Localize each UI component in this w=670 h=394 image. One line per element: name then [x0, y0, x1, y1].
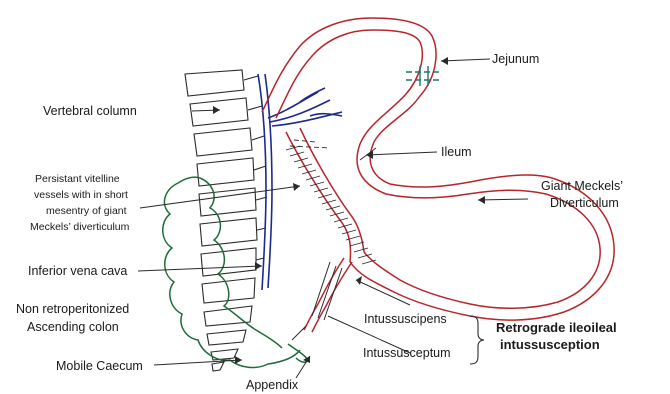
label-intussusceptum: Intussusceptum — [363, 346, 451, 360]
label-vitelline-2: vessels with in short — [34, 189, 128, 201]
label-mobile-caecum: Mobile Caecum — [56, 359, 143, 373]
label-vertebral-column: Vertebral column — [43, 104, 137, 118]
label-jejunum: Jejunum — [492, 52, 539, 66]
label-intussuscipens: Intussuscipens — [364, 312, 447, 326]
leader-lines — [138, 59, 528, 378]
label-vitelline-4: Meckels’ diverticulum — [30, 221, 130, 233]
label-giant-meckels-1: Giant Meckels’ — [541, 179, 623, 193]
label-appendix: Appendix — [246, 378, 299, 392]
label-retrograde-1: Retrograde ileoileal — [496, 320, 617, 335]
vertebral-column — [185, 70, 267, 371]
label-non-retro-2: Ascending colon — [27, 320, 119, 334]
intussusception-brace — [470, 316, 484, 364]
label-non-retro-1: Non retroperitonized — [16, 302, 129, 316]
label-giant-meckels-2: Diverticulum — [550, 196, 619, 210]
label-ileum: Ileum — [441, 145, 472, 159]
label-inferior-vena-cava: Inferior vena cava — [28, 264, 127, 278]
bowel-loops — [262, 18, 614, 332]
label-retrograde-2: intussusception — [500, 337, 600, 352]
label-vitelline-1: Persistant vitelline — [35, 173, 120, 185]
label-vitelline-3: mesentry of giant — [46, 205, 127, 217]
